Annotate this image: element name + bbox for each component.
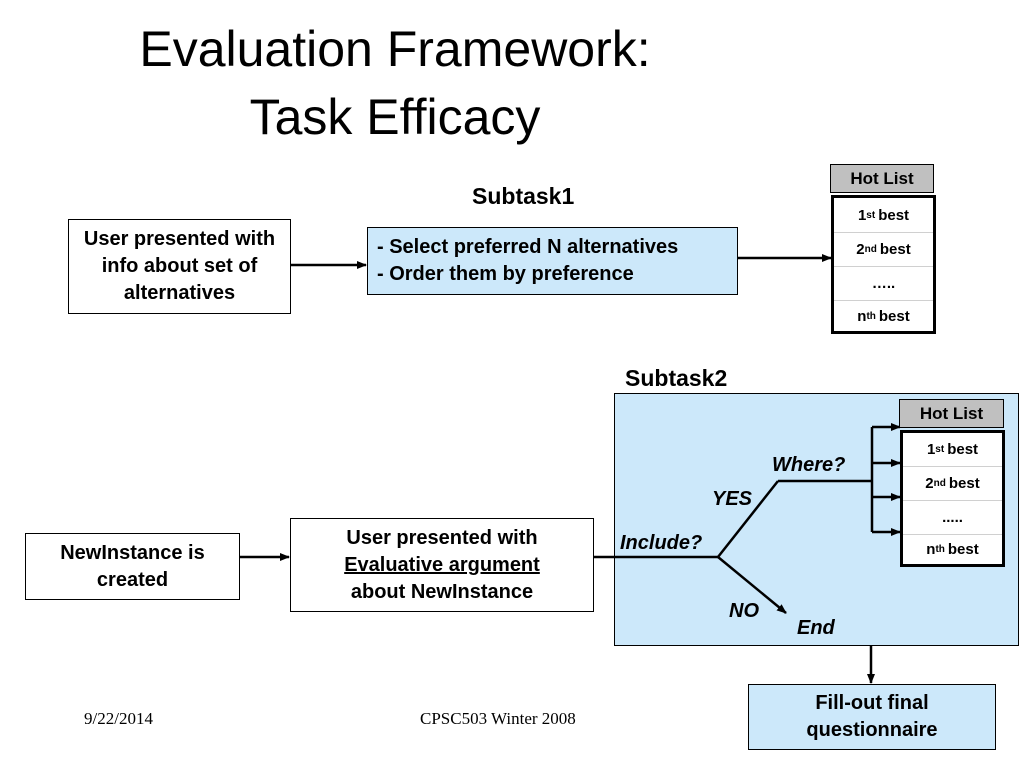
hotlist1-row: ….. xyxy=(834,267,933,301)
newinstance-box: NewInstance is created xyxy=(25,533,240,600)
final-questionnaire-text: Fill-out final questionnaire xyxy=(806,692,938,741)
subtask2-heading: Subtask2 xyxy=(625,365,728,391)
line-yes-branch xyxy=(717,480,779,558)
final-questionnaire-box: Fill-out final questionnaire xyxy=(748,684,996,750)
yes-label: YES xyxy=(712,488,753,510)
user-presented-info-box: User presented with info about set of al… xyxy=(68,219,291,314)
hotlist2-header: Hot List xyxy=(899,399,1004,428)
user-presented-info-text: User presented with info about set of al… xyxy=(83,228,276,304)
footer-course: CPSC503 Winter 2008 xyxy=(420,709,576,728)
evaluative-argument-line: Evaluative argument xyxy=(344,554,540,576)
user-presented-with-line: User presented with xyxy=(346,527,538,549)
subtask1-heading: Subtask1 xyxy=(472,183,575,209)
order-line: - Order them by preference xyxy=(377,263,634,285)
select-line: - Select preferred N alternatives xyxy=(377,236,679,258)
no-label: NO xyxy=(729,600,759,622)
slide-title-line2: Task Efficacy xyxy=(249,89,541,145)
end-label: End xyxy=(797,617,835,639)
include-label: Include? xyxy=(620,532,703,554)
hotlist2-row: ..... xyxy=(903,501,1002,535)
footer-date: 9/22/2014 xyxy=(84,709,153,728)
select-order-box: - Select preferred N alternatives - Orde… xyxy=(367,227,738,295)
about-newinstance-line: about NewInstance xyxy=(350,581,534,603)
hotlist1-header: Hot List xyxy=(830,164,934,193)
newinstance-text: NewInstance is created xyxy=(60,541,205,591)
slide-title-line1: Evaluation Framework: xyxy=(139,21,651,77)
arrow-no-branch xyxy=(717,556,787,614)
evaluative-argument-box: User presented with Evaluative argument … xyxy=(290,518,594,612)
where-label: Where? xyxy=(772,454,846,476)
